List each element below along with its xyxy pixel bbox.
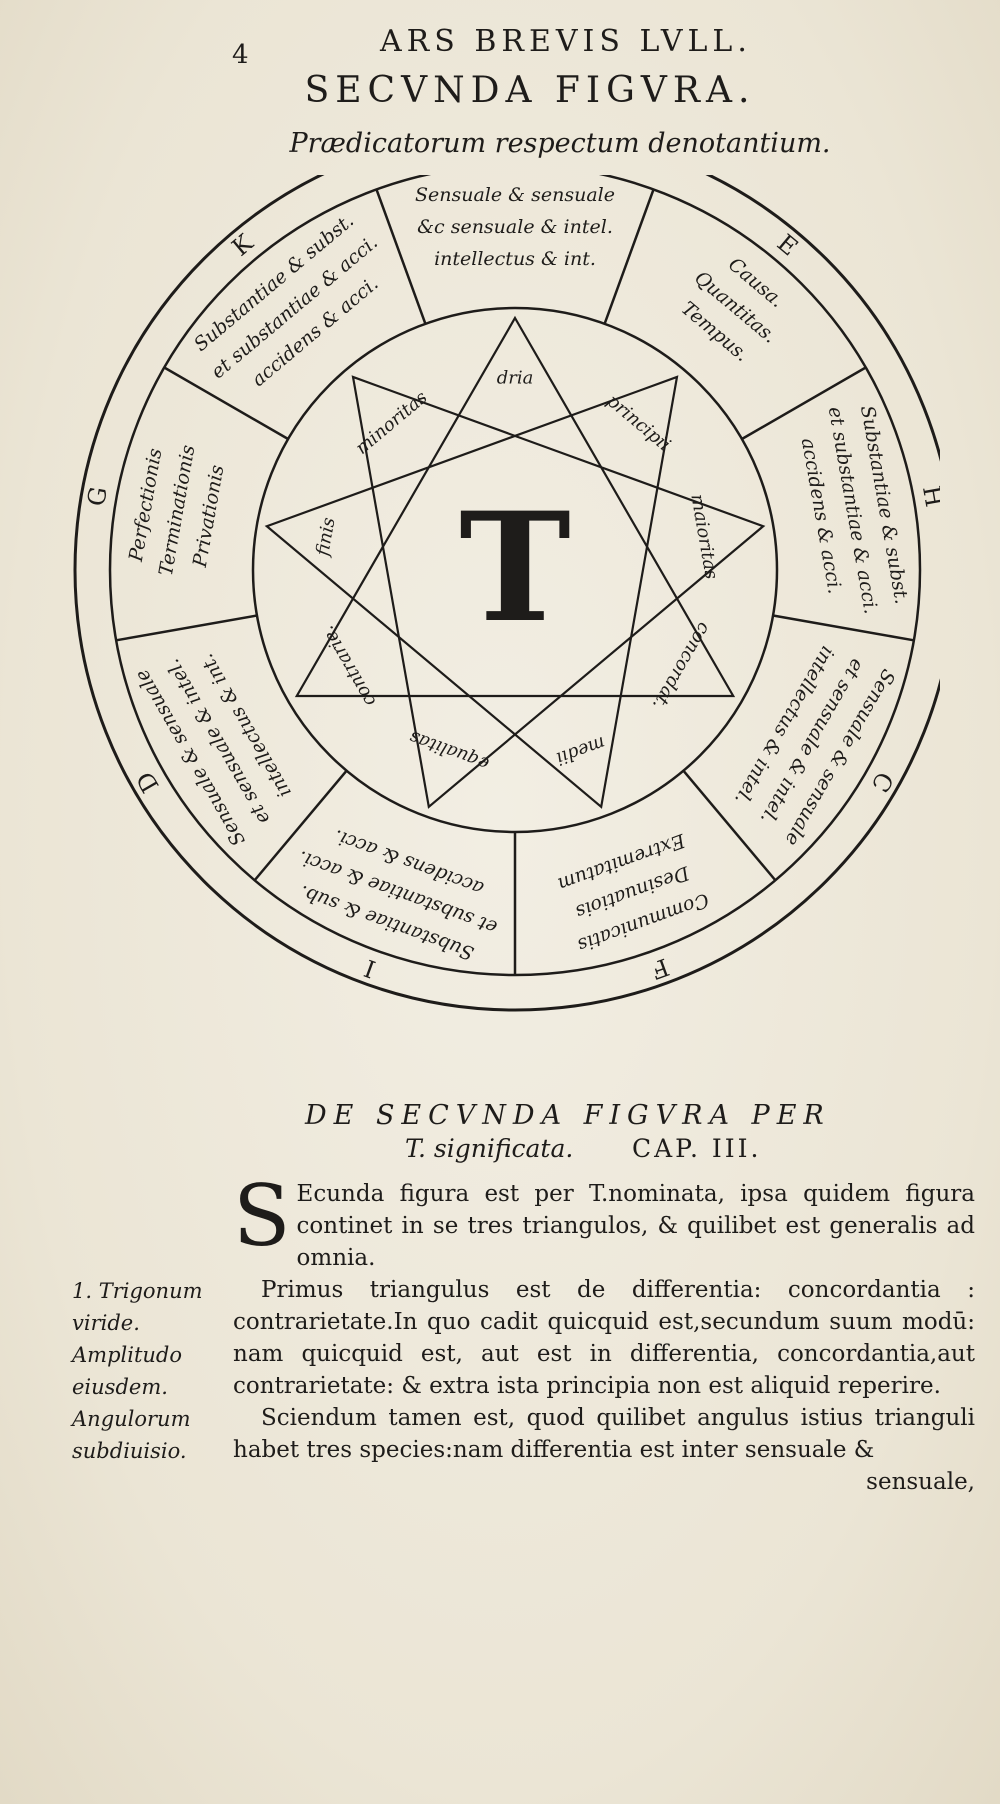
star-vertex-word: finis: [312, 516, 340, 560]
star-vertex-word: medii: [553, 732, 608, 769]
paragraph-3-end: sensuale,: [866, 1469, 975, 1495]
page-number: 4: [232, 40, 249, 70]
triangle-1: [294, 315, 736, 698]
marginal-note: Angulorum: [72, 1407, 191, 1431]
star-vertex-word: equalitas: [407, 726, 492, 774]
star-vertex-word: principii: [602, 390, 674, 455]
ring-divider: [375, 188, 427, 325]
ring-divider: [253, 769, 348, 882]
outer-letter-f: F: [647, 952, 672, 984]
paragraph-1-text: Ecunda figura est per T.nominata, ipsa q…: [296, 1181, 975, 1271]
ring-cell-line: &c sensuale & intel.: [417, 216, 613, 238]
chapter-heading: DE SECVNDA FIGVRA PER: [305, 1100, 831, 1131]
outer-letter-i: I: [361, 954, 379, 984]
outer-letter-h: H: [917, 484, 940, 509]
marginal-note: Amplitudo: [72, 1343, 183, 1367]
triangle-3: [351, 375, 766, 809]
page-subtitle: Prædicatorum respectum denotantium.: [289, 128, 831, 159]
running-head: ARS BREVIS LVLL.: [380, 24, 752, 59]
ring-divider: [682, 769, 777, 882]
paragraph-2: Primus triangulus est de differentia: co…: [233, 1277, 975, 1399]
marginal-note: viride.: [72, 1311, 140, 1335]
ring-cell-line: Sensuale & sensuale: [415, 184, 615, 206]
ring-divider: [741, 366, 867, 441]
star-vertex-word: dria: [497, 368, 534, 389]
marginal-note: eiusdem.: [72, 1375, 168, 1399]
second-figure-diagram: Sensuale & sensuale&c sensuale & intel. i…: [73, 175, 940, 1012]
marginal-note: subdiuisio.: [72, 1439, 187, 1463]
star-vertex-word: concordat.: [648, 619, 715, 714]
star-vertex-word: maioritas: [686, 493, 722, 581]
outer-letter-g: G: [82, 485, 113, 509]
chapter-heading-sub: T. significata.: [405, 1134, 574, 1163]
marginal-note: 1. Trigonum: [72, 1279, 203, 1303]
page-title: SECVNDA FIGVRA.: [304, 70, 756, 111]
center-letter-t: T: [459, 480, 571, 656]
drop-cap: S: [233, 1167, 291, 1265]
ring-divider: [163, 366, 289, 441]
ring-divider: [603, 188, 655, 325]
ring-cell-line: intellectus & int.: [434, 248, 596, 270]
marginal-notes: 1. Trigonum viride. Amplitudo eiusdem. A…: [72, 1275, 203, 1467]
paragraph-3: Sciendum tamen est, quod quilibet angulu…: [233, 1405, 975, 1463]
ring-divider: [772, 614, 915, 642]
outer-circle: [73, 175, 940, 1012]
ring-divider: [115, 614, 258, 642]
ring-cell-line: Privationis: [189, 463, 229, 570]
triangle-2: [264, 375, 679, 809]
star-vertex-word: minoritas: [352, 387, 432, 459]
chapter-number: CAP. III.: [632, 1134, 762, 1163]
figure-linework: [73, 175, 940, 1012]
